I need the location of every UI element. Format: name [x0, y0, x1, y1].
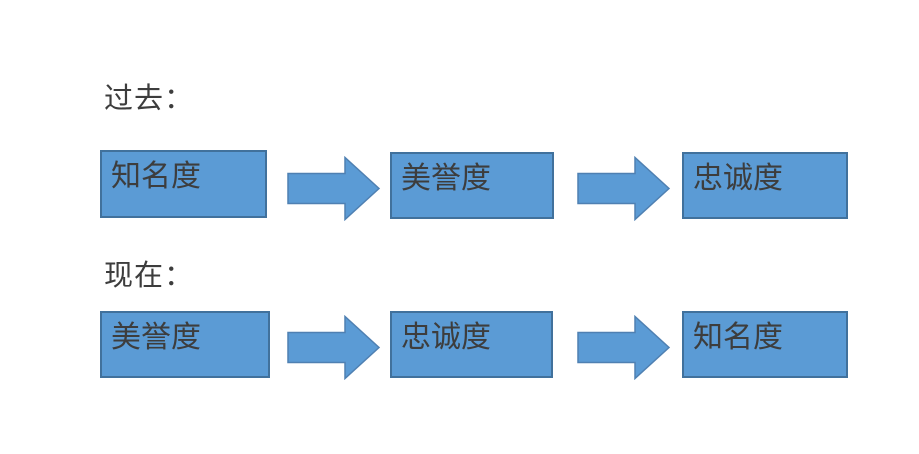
row-label-now: 现在：	[104, 260, 195, 292]
flow-box-now-1: 美誉度	[100, 311, 270, 378]
right-arrow-icon	[287, 156, 381, 221]
right-arrow-icon	[577, 156, 671, 221]
flow-box-now-3: 知名度	[682, 311, 848, 378]
flow-box-past-3: 忠诚度	[682, 152, 848, 219]
flow-box-now-2: 忠诚度	[390, 311, 553, 378]
row-label-past: 过去：	[104, 83, 195, 115]
right-arrow-icon	[577, 315, 671, 380]
right-arrow-icon	[287, 315, 381, 380]
flow-box-past-1: 知名度	[100, 150, 267, 218]
flow-box-past-2: 美誉度	[390, 152, 554, 219]
